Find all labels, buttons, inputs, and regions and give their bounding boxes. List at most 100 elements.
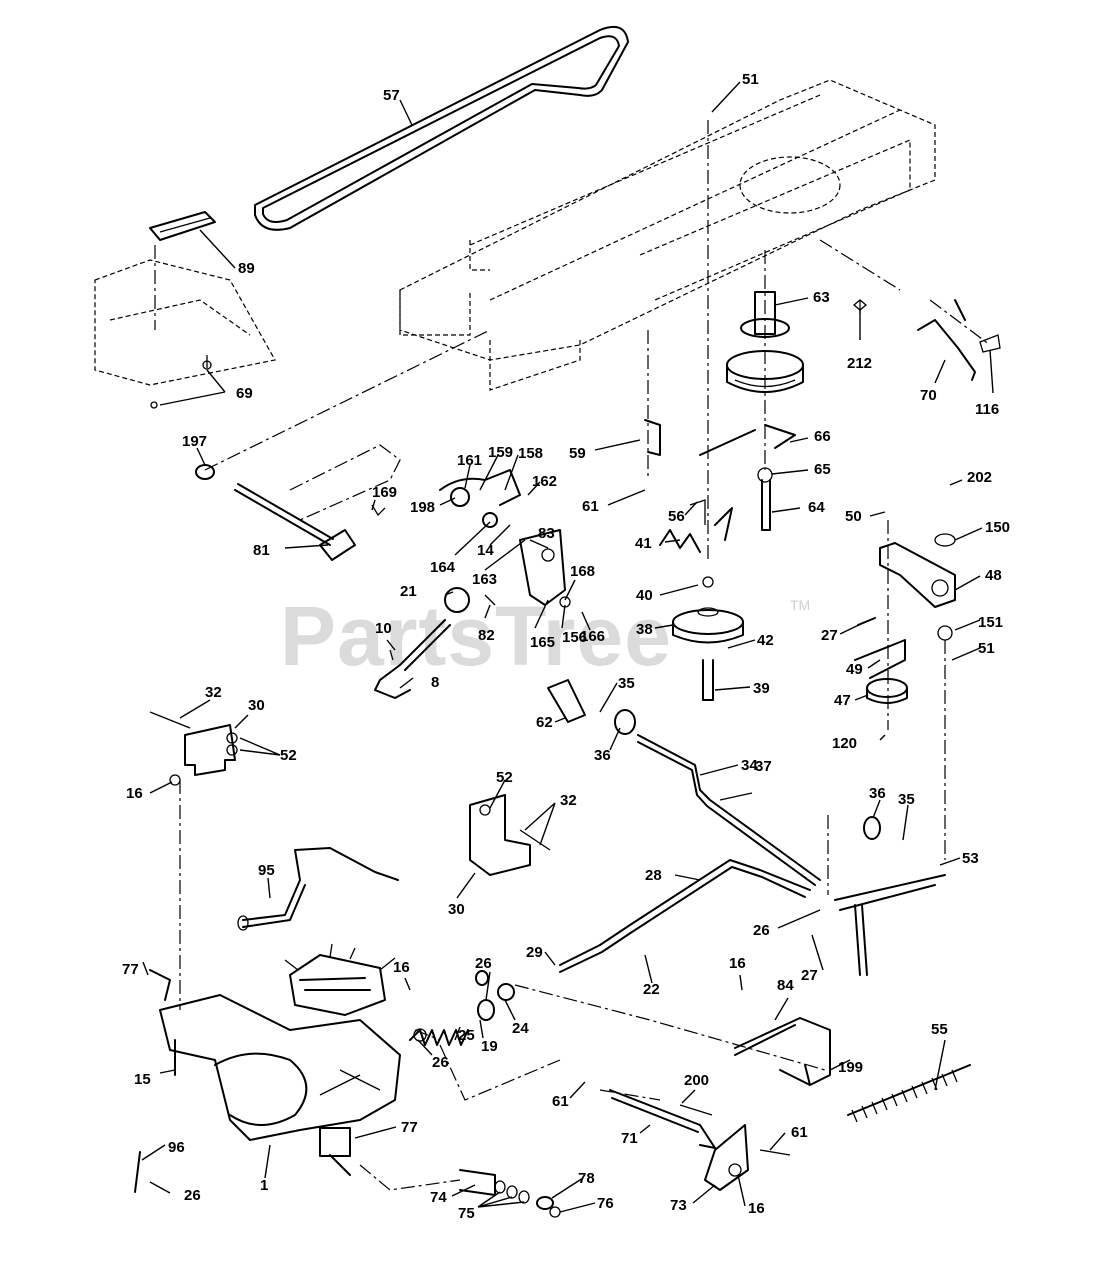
label-35-lower: 35	[898, 791, 915, 808]
alignment-lines	[179, 239, 991, 1101]
label-200: 200	[684, 1072, 709, 1089]
label-26-mid: 26	[753, 922, 770, 939]
label-116: 116	[975, 401, 999, 418]
label-47: 47	[834, 692, 851, 709]
shift-rod-81	[195, 329, 491, 561]
label-16-right: 16	[729, 955, 746, 972]
chassis-frame	[399, 79, 936, 391]
watermark-text: PartsTree	[280, 589, 672, 683]
label-16-bottom: 16	[748, 1200, 765, 1217]
label-22: 22	[643, 981, 660, 998]
label-49: 49	[846, 661, 863, 678]
label-32-lower: 32	[560, 792, 577, 809]
bracket-30-lower	[469, 794, 551, 876]
label-26-left: 26	[432, 1054, 449, 1071]
label-52-lower: 52	[496, 769, 513, 786]
label-162: 162	[532, 473, 557, 490]
label-16-upper: 16	[126, 785, 143, 802]
bracket-84	[734, 1017, 831, 1086]
label-77-lower: 77	[401, 1119, 418, 1136]
label-27-lower: 27	[801, 967, 818, 984]
label-82: 82	[478, 627, 495, 644]
label-164: 164	[430, 559, 456, 576]
label-66: 66	[814, 428, 831, 445]
bracket-30-upper	[149, 711, 238, 786]
spring-55	[847, 1064, 971, 1123]
label-95: 95	[258, 862, 275, 879]
label-61-mid: 61	[582, 498, 599, 515]
label-15: 15	[134, 1071, 151, 1088]
watermark-trademark: TM	[790, 597, 810, 613]
idler-bracket-right	[854, 520, 956, 860]
label-89: 89	[238, 260, 255, 277]
brake-rod-28	[514, 859, 946, 1071]
bracket-71	[609, 1089, 791, 1191]
callout-leaders	[141, 81, 994, 1213]
label-83: 83	[538, 525, 555, 542]
label-212: 212	[847, 355, 872, 372]
watermark: PartsTree TM	[280, 589, 810, 683]
label-150: 150	[985, 519, 1010, 536]
label-70: 70	[920, 387, 937, 404]
label-55: 55	[931, 1021, 948, 1038]
label-30-upper: 30	[248, 697, 265, 714]
label-61-right: 61	[791, 1124, 808, 1141]
label-199: 199	[838, 1059, 863, 1076]
label-198: 198	[410, 499, 435, 516]
label-166: 166	[580, 628, 605, 645]
label-62: 62	[536, 714, 553, 731]
clutch-rod-34	[547, 679, 881, 895]
label-169: 169	[372, 484, 397, 501]
label-197: 197	[182, 433, 207, 450]
label-32-upper: 32	[205, 684, 222, 701]
label-27-upper: 27	[821, 627, 838, 644]
label-151: 151	[978, 614, 1003, 631]
label-38: 38	[636, 621, 653, 638]
label-14: 14	[477, 542, 494, 559]
label-29: 29	[526, 944, 543, 961]
label-69: 69	[236, 385, 253, 402]
label-51-right: 51	[978, 640, 995, 657]
label-63: 63	[813, 289, 830, 306]
label-24: 24	[512, 1020, 529, 1037]
label-35-upper: 35	[618, 675, 635, 692]
label-50: 50	[845, 508, 862, 525]
label-76: 76	[597, 1195, 614, 1212]
label-73: 73	[670, 1197, 687, 1214]
label-64: 64	[808, 499, 825, 516]
label-39: 39	[753, 680, 770, 697]
label-59: 59	[569, 445, 586, 462]
label-81: 81	[253, 542, 270, 559]
label-25: 25	[458, 1027, 475, 1044]
label-57: 57	[383, 87, 400, 104]
label-159: 159	[488, 444, 513, 461]
label-61-lower: 61	[552, 1093, 569, 1110]
label-21: 21	[400, 583, 417, 600]
label-202: 202	[967, 469, 992, 486]
label-74: 74	[430, 1189, 447, 1206]
label-96: 96	[168, 1139, 185, 1156]
label-161: 161	[457, 452, 482, 469]
drive-belt	[254, 26, 629, 231]
label-71: 71	[621, 1130, 638, 1147]
label-26-upper: 26	[475, 955, 492, 972]
control-lever-8	[374, 587, 470, 699]
label-30-lower: 30	[448, 901, 465, 918]
transaxle	[134, 943, 401, 1193]
label-48: 48	[985, 567, 1002, 584]
label-75: 75	[458, 1205, 475, 1222]
label-120: 120	[832, 735, 857, 752]
fender-assembly	[94, 211, 276, 409]
label-51-top: 51	[742, 71, 759, 88]
label-26-bottom: 26	[184, 1187, 201, 1204]
label-84: 84	[777, 977, 794, 994]
label-1: 1	[260, 1177, 268, 1194]
label-42: 42	[757, 632, 774, 649]
label-16-left: 16	[393, 959, 410, 976]
label-41: 41	[635, 535, 652, 552]
label-168: 168	[570, 563, 595, 580]
fittings-74-78	[359, 1164, 561, 1218]
label-52-upper: 52	[280, 747, 297, 764]
label-8: 8	[431, 674, 439, 691]
